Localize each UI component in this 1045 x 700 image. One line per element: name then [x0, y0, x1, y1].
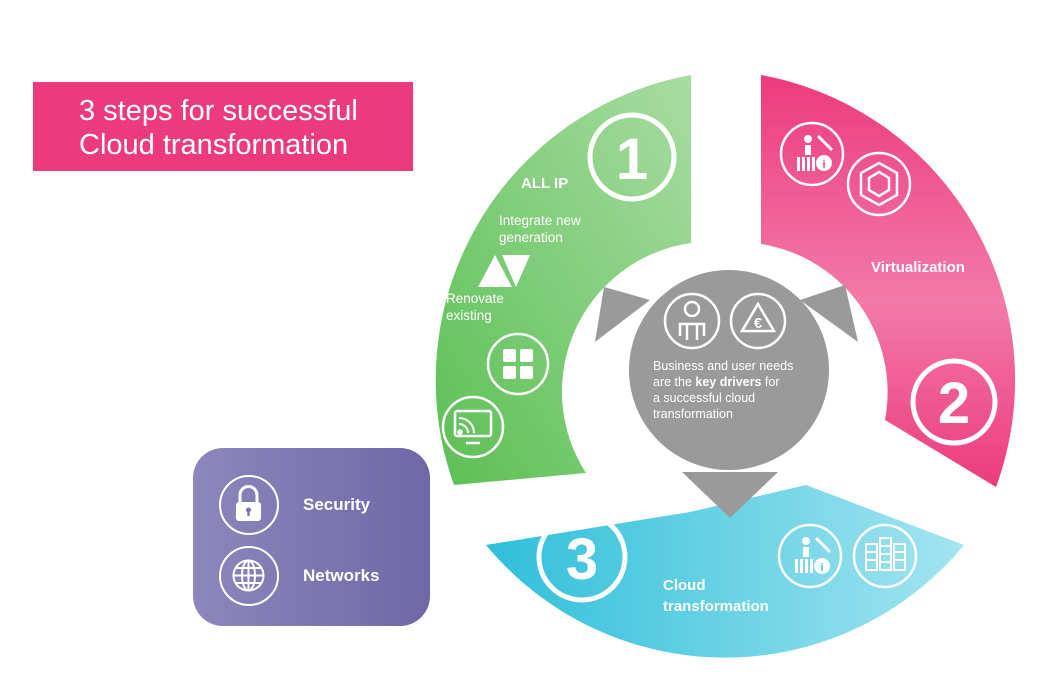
legend-label-networks: Networks [303, 566, 380, 585]
title-banner: 3 steps for successful Cloud transformat… [33, 82, 413, 171]
euro-recycle-icon: € [729, 292, 787, 350]
step3-title-line1: Cloud [663, 577, 706, 594]
cast-screen-icon [441, 395, 505, 459]
step2-title: Virtualization [871, 259, 965, 276]
step2-number-badge: 2 [910, 358, 998, 446]
step3-number-badge: 3 [536, 511, 628, 603]
step2-segment [761, 75, 1016, 487]
padlock-icon [219, 475, 279, 535]
step3-number: 3 [566, 527, 598, 592]
center-line-1: Business and user needs [653, 359, 793, 373]
center-line-3: a successful cloud [653, 391, 755, 405]
step1-item1-line2: generation [499, 230, 563, 245]
step1-segment [435, 75, 691, 485]
step1-item2-line2: existing [446, 308, 492, 323]
step3-title-line2: transformation [663, 598, 769, 615]
step3-people-tools-info-icon: i [777, 523, 843, 589]
center-line-2: are the key drivers for [653, 375, 779, 389]
cube-network-icon [846, 151, 912, 217]
svg-text:€: € [754, 315, 763, 332]
step1-item1-line1: Integrate new [499, 213, 581, 228]
triangle-pair-icon [478, 255, 530, 287]
user-face-icon [663, 292, 721, 350]
step1-item2-line1: Renovate [446, 291, 504, 306]
title-line-1: 3 steps for successful [79, 95, 358, 127]
title-line-2: Cloud transformation [79, 129, 349, 161]
center-line-4: transformation [653, 407, 733, 421]
step2-people-tools-info-icon: i [779, 121, 845, 187]
legend-box: Security Networks [193, 448, 430, 626]
step1-number: 1 [616, 127, 648, 192]
step2-number: 2 [938, 371, 970, 436]
svg-text:i: i [820, 562, 823, 574]
step1-number-badge: 1 [587, 112, 677, 202]
step3-segment [486, 485, 964, 658]
center-drivers-shape [595, 270, 858, 518]
step1-title: ALL IP [521, 175, 568, 192]
apps-grid-icon [486, 332, 550, 396]
server-rack-icon [852, 523, 918, 589]
globe-icon [219, 546, 279, 606]
svg-text:i: i [822, 159, 825, 171]
legend-label-security: Security [303, 495, 371, 514]
